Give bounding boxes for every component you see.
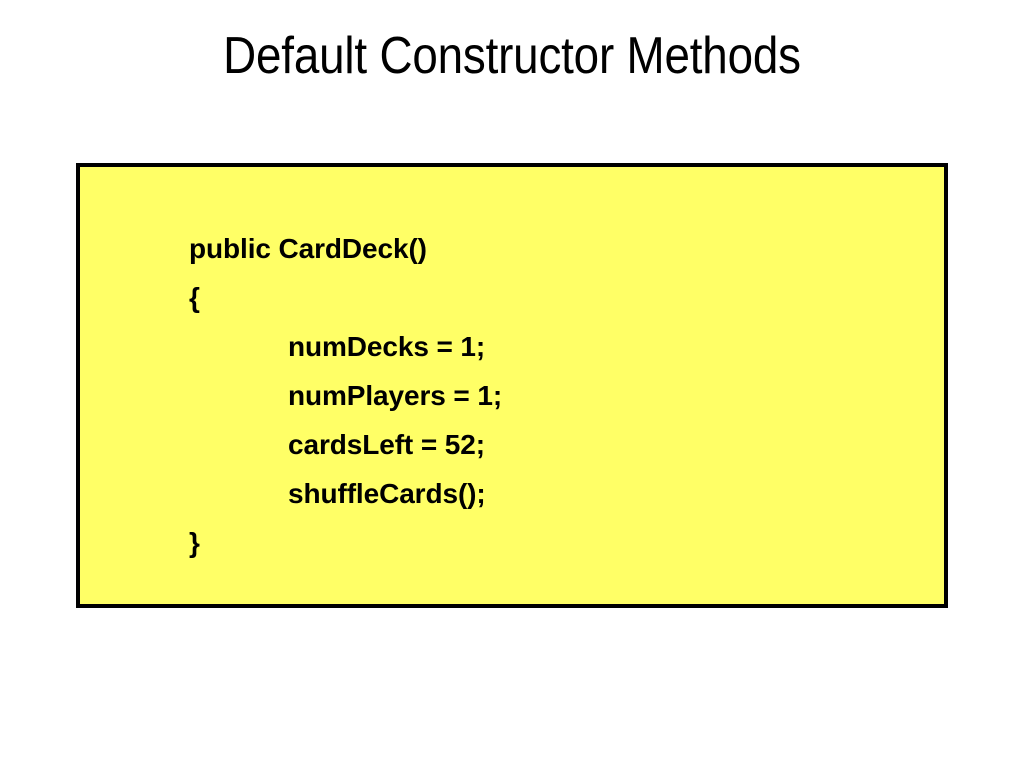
code-line: numPlayers = 1; <box>288 380 503 411</box>
code-listing: public CardDeck() { numDecks = 1; numPlayer… <box>189 224 502 567</box>
code-line: cardsLeft = 52; <box>288 429 485 460</box>
code-line: public CardDeck() <box>189 233 427 264</box>
code-line: shuffleCards(); <box>288 478 486 509</box>
code-line: numDecks = 1; <box>288 331 486 362</box>
code-line: } <box>189 527 200 558</box>
page-title: Default Constructor Methods <box>223 27 801 85</box>
code-block: public CardDeck() { numDecks = 1; numPlayer… <box>76 163 948 608</box>
code-line: { <box>189 282 200 313</box>
